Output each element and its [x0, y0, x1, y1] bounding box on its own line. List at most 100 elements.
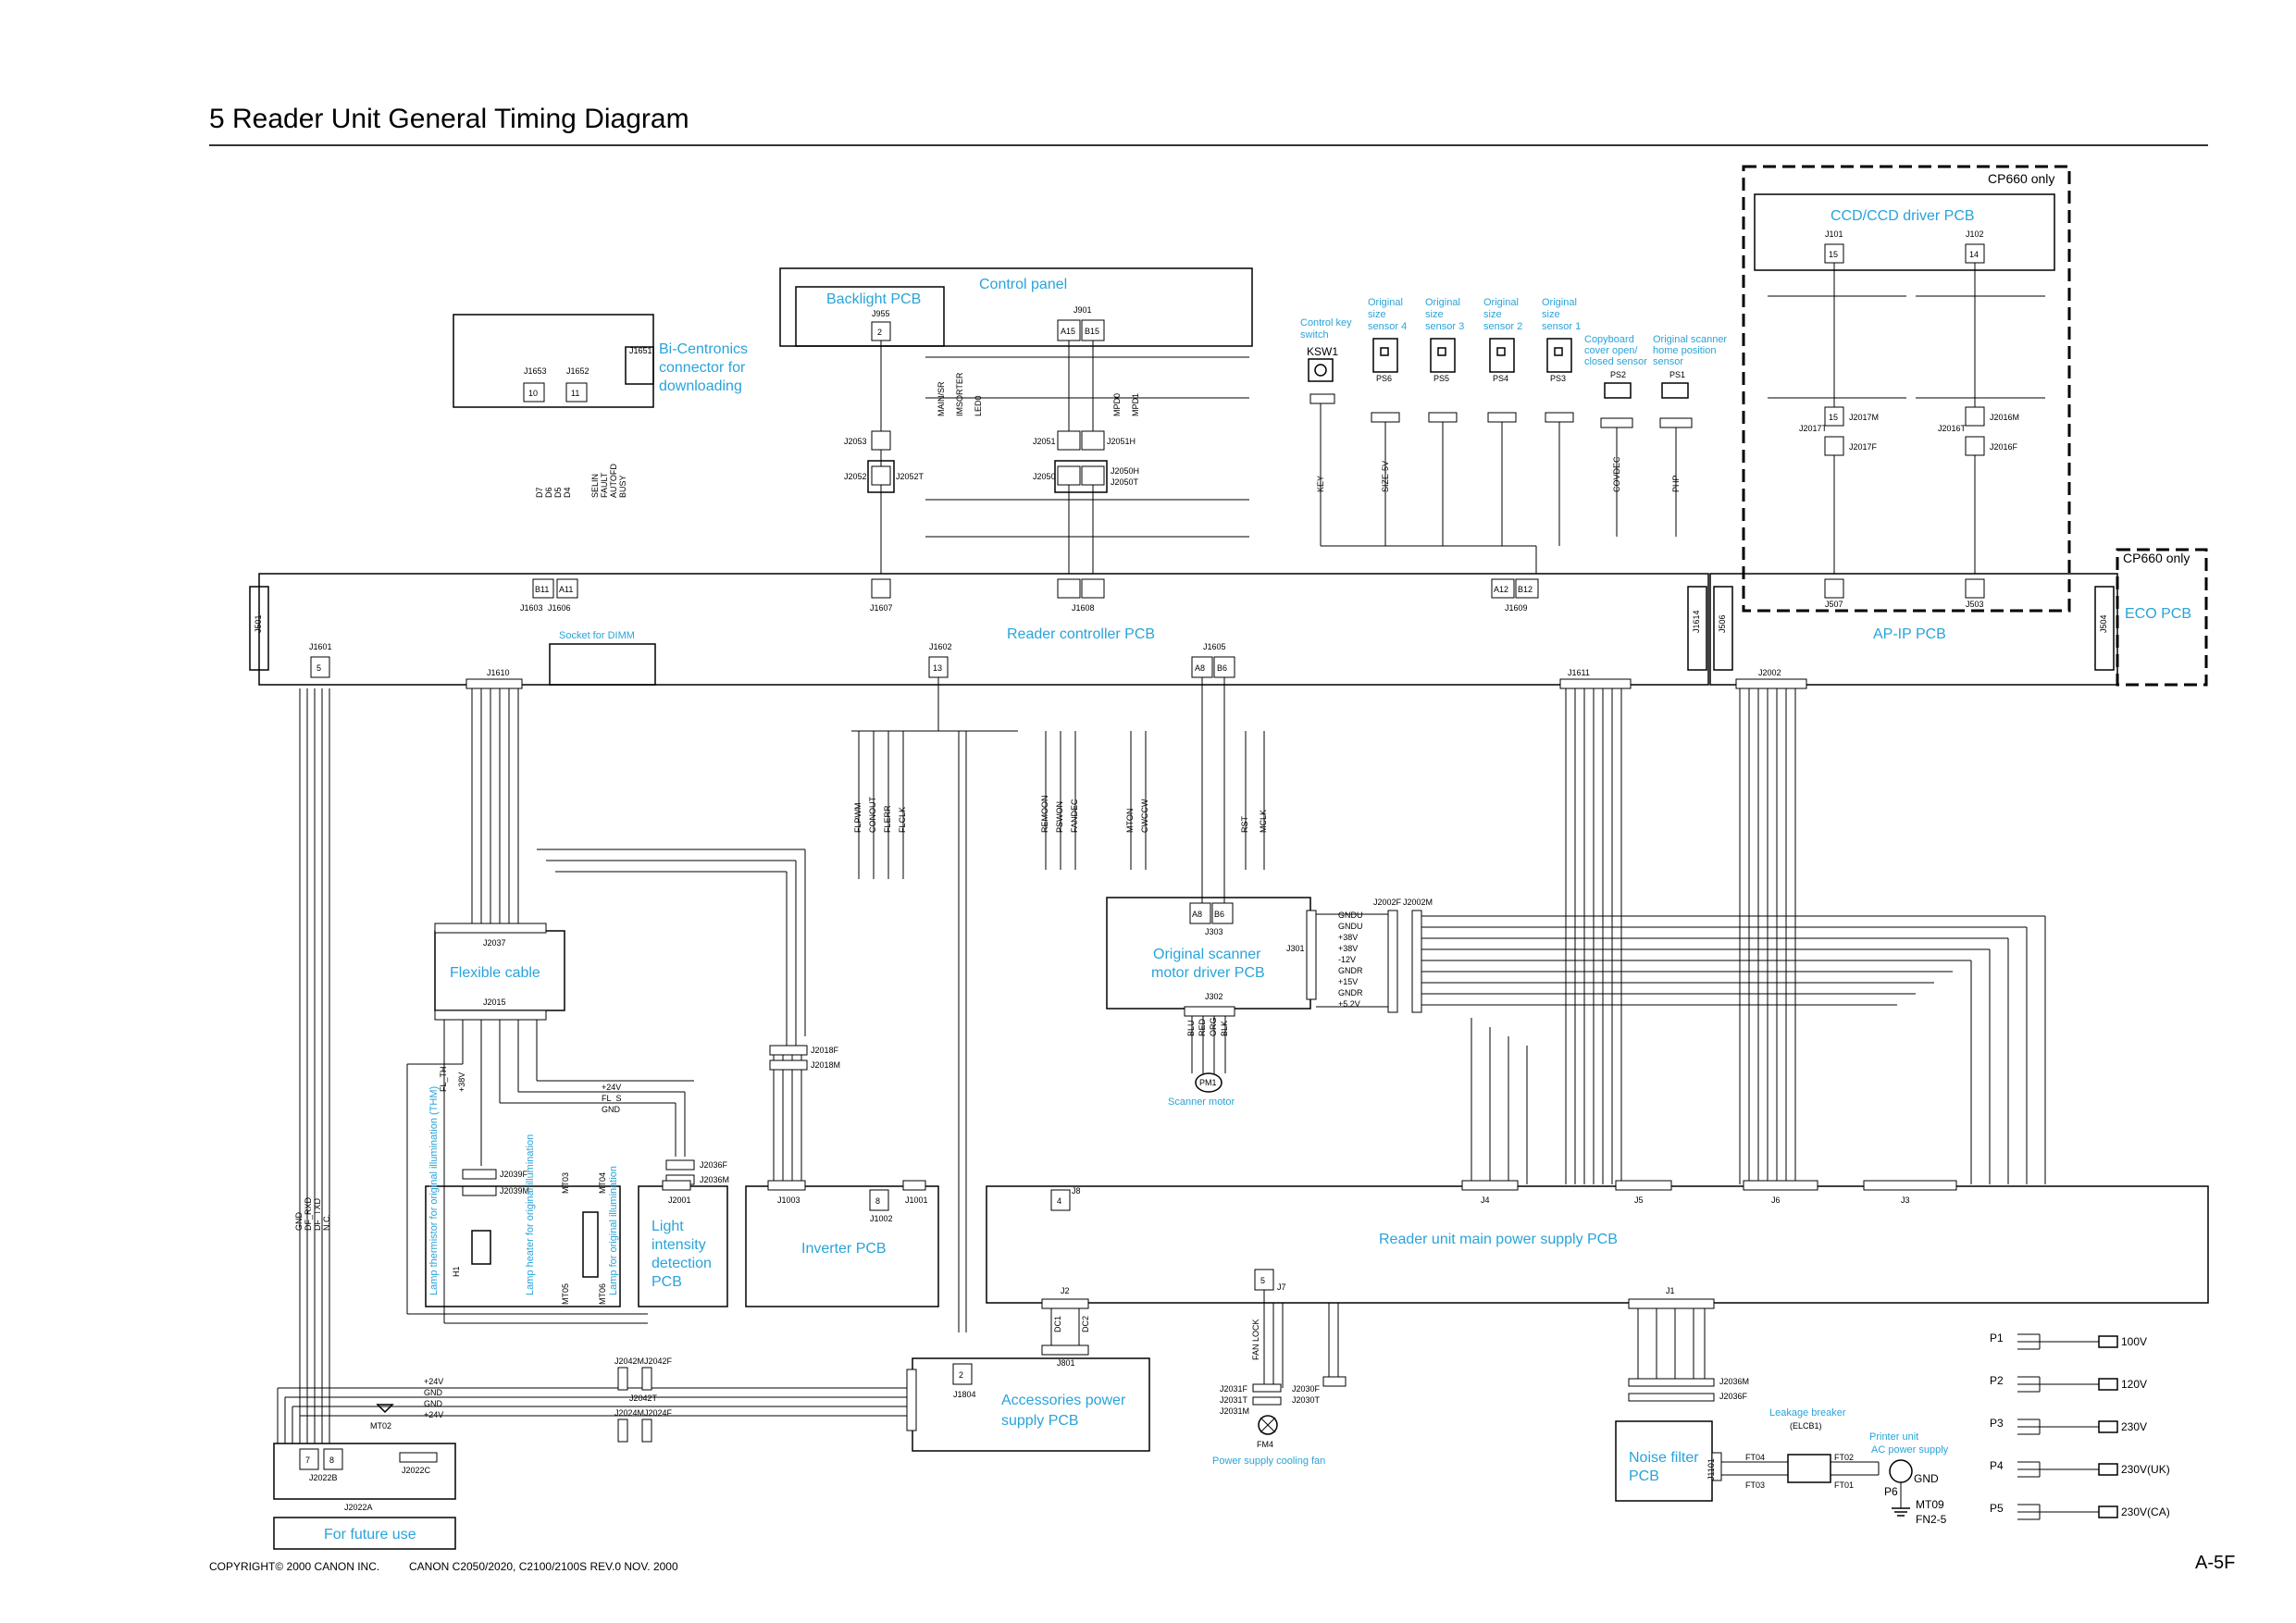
mid-wiring	[299, 677, 2046, 1443]
label-p4: P4	[1990, 1459, 2004, 1472]
signal-labels: D7 D6 D5 D4 SELIN FAULT AUTOFD BUSY MAIN…	[294, 372, 1681, 1231]
inverter-box	[745, 1185, 939, 1307]
fan-wiring	[1263, 1290, 1339, 1388]
cp660-dashed-region-2	[2116, 548, 2208, 687]
sig-power-7: GNDR	[1338, 988, 1363, 997]
label-j2051h: J2051H	[1107, 437, 1136, 446]
future-use-label: For future use	[324, 1527, 416, 1542]
pin-8-j1002: 8	[875, 1196, 880, 1206]
sig-lamp-gnd: GND	[602, 1105, 621, 1114]
ac-output-p1: P1 100V	[1990, 1332, 2147, 1350]
pin-2: 2	[877, 328, 882, 337]
sig-bi-d4: D4	[563, 487, 572, 498]
pin-14-j102: 14	[1969, 250, 1979, 259]
sig-bi-d7: D7	[535, 487, 544, 498]
label-ps5: PS5	[1433, 374, 1449, 383]
sig-power-8: +5.2V	[1338, 999, 1360, 1009]
label-j2024f: J2024F	[644, 1408, 673, 1418]
label-j2036m-b: J2036M	[1719, 1377, 1749, 1386]
sig-php: PHP	[1671, 475, 1681, 492]
pin-a11: A11	[559, 585, 573, 594]
sig-lamp-fls: FL_S	[602, 1094, 622, 1103]
printer-ac-symbol	[1889, 1459, 1913, 1483]
pin-11: 11	[571, 389, 579, 398]
sig-bi-selin: SELIN	[590, 474, 600, 498]
label-100v: 100V	[2121, 1335, 2147, 1348]
label-ps4: PS4	[1493, 374, 1508, 383]
label-j503: J503	[1966, 600, 1984, 609]
label-j2050h: J2050H	[1111, 466, 1139, 476]
ac-outputs: P1 100V P2 120V P3 230V P4 230V(UK) P5	[1990, 1332, 2170, 1520]
label-j2016t: J2016T	[1938, 424, 1967, 433]
label-j2017f: J2017F	[1849, 442, 1878, 452]
sig-rst: RST	[1240, 815, 1249, 833]
reader-controller-label: Reader controller PCB	[1007, 626, 1155, 642]
label-p2: P2	[1990, 1374, 2004, 1387]
label-j2050t: J2050T	[1111, 477, 1139, 487]
pin-8-j2022b: 8	[329, 1456, 334, 1465]
reader-controller-box	[258, 573, 1709, 686]
label-j1609: J1609	[1505, 603, 1528, 613]
ccd-driver-label: CCD/CCD driver PCB	[1831, 208, 1975, 224]
label-j2036m: J2036M	[700, 1175, 729, 1184]
motor-wiring	[1191, 1016, 1226, 1073]
page-title: 5 Reader Unit General Timing Diagram	[209, 104, 689, 134]
sensor-connectors	[1309, 393, 1693, 574]
label-j101: J101	[1825, 229, 1843, 239]
label-pm1: PM1	[1199, 1078, 1217, 1087]
label-ps1: PS1	[1669, 370, 1685, 379]
sig-mclk: MCLK	[1259, 810, 1268, 833]
label-mt04: MT04	[598, 1172, 607, 1194]
label-j2024m: J2024M	[614, 1408, 644, 1418]
sig-mton: MTON	[1125, 809, 1135, 833]
panel-wiring	[880, 341, 1094, 574]
sig-bi-fault: FAULT	[600, 472, 609, 498]
pin-a15: A15	[1061, 327, 1075, 336]
label-j2015: J2015	[483, 997, 506, 1007]
pin-4-j8: 4	[1057, 1196, 1061, 1206]
label-j1614: J1614	[1692, 610, 1701, 633]
label-j1603: J1603	[520, 603, 543, 613]
label-j1653: J1653	[524, 366, 547, 376]
leakage-breaker-label: Leakage breaker	[1769, 1407, 1846, 1419]
backlight-pcb-box	[795, 286, 945, 347]
sig-bi-d5: D5	[553, 487, 563, 498]
pin-b6: B6	[1217, 663, 1227, 673]
ccd-driver-box	[1754, 193, 2055, 271]
label-ksw1: KSW1	[1307, 345, 1338, 358]
sig-bi-busy: BUSY	[618, 475, 627, 498]
label-j2050: J2050	[1033, 472, 1056, 481]
label-j2042m: J2042M	[614, 1357, 644, 1366]
label-j1606: J1606	[548, 603, 571, 613]
ac-output-p4: P4 230V(UK)	[1990, 1459, 2170, 1478]
power-signal-names: GNDU GNDU +38V +38V -12V GNDR +15V GNDR …	[1338, 911, 1363, 1009]
label-j102: J102	[1966, 229, 1984, 239]
label-j1001: J1001	[905, 1196, 928, 1205]
label-j1: J1	[1666, 1286, 1675, 1295]
label-p6: P6	[1884, 1485, 1898, 1498]
sig-lamp-24v: +24V	[602, 1083, 621, 1092]
label-j1611: J1611	[1568, 668, 1590, 677]
label-j2002: J2002	[1758, 668, 1781, 677]
label-h1: H1	[452, 1266, 461, 1277]
pin-b15: B15	[1085, 327, 1099, 336]
copyright: COPYRIGHT© 2000 CANON INC.	[209, 1560, 380, 1573]
label-j2030t: J2030T	[1292, 1395, 1321, 1405]
pin-5-j7: 5	[1260, 1276, 1265, 1285]
label-j2039m: J2039M	[500, 1186, 529, 1196]
label-j2017t: J2017T	[1799, 424, 1828, 433]
label-j1607: J1607	[870, 603, 893, 613]
label-j2039f: J2039F	[500, 1170, 528, 1179]
ap-ip-box	[1709, 573, 2118, 686]
future-use-board	[273, 1443, 456, 1500]
scanner-motor-label: Scanner motor	[1168, 1096, 1235, 1108]
pin-15-j2017m: 15	[1829, 413, 1838, 422]
sig-bi-autofd: AUTOFD	[609, 464, 618, 498]
label-ps2: PS2	[1610, 370, 1626, 379]
sig-acc-3: +24V	[424, 1410, 443, 1419]
